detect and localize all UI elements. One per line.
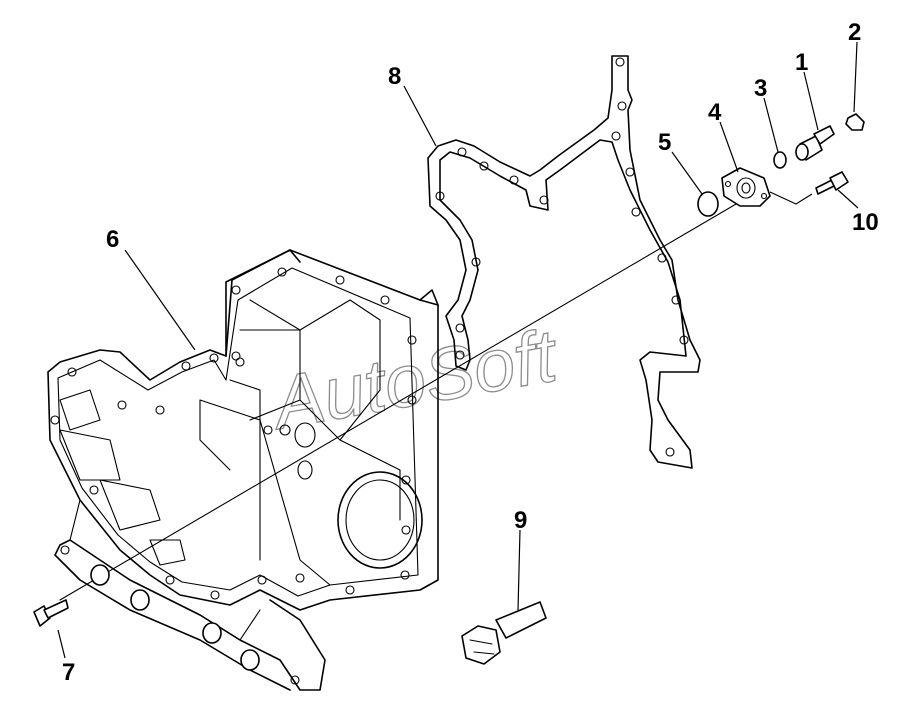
callout-8: 8	[388, 63, 401, 90]
callout-10: 10	[852, 209, 879, 236]
long-bolt	[461, 601, 547, 665]
small-washer	[773, 151, 787, 169]
callout-6: 6	[106, 226, 119, 253]
callout-5: 5	[658, 129, 671, 156]
o-ring-seal	[845, 113, 865, 131]
callout-numbers: 1 2 3 4 5 6 7 8 9 10	[62, 19, 879, 686]
side-bolt	[33, 599, 69, 627]
timing-cover-housing	[47, 249, 439, 691]
callout-9: 9	[514, 507, 527, 534]
sensor-fitting	[795, 125, 835, 161]
watermark-text: AutoSoft	[264, 313, 565, 445]
callout-7: 7	[62, 659, 75, 686]
callout-2: 2	[848, 19, 861, 46]
cover-gasket	[427, 55, 701, 469]
callout-4: 4	[708, 99, 722, 126]
callout-1: 1	[795, 49, 808, 76]
flange-housing	[721, 167, 771, 207]
small-bolt	[769, 171, 849, 205]
callout-3: 3	[754, 75, 767, 102]
plug-seal	[697, 191, 719, 217]
leader-lines	[57, 41, 859, 659]
